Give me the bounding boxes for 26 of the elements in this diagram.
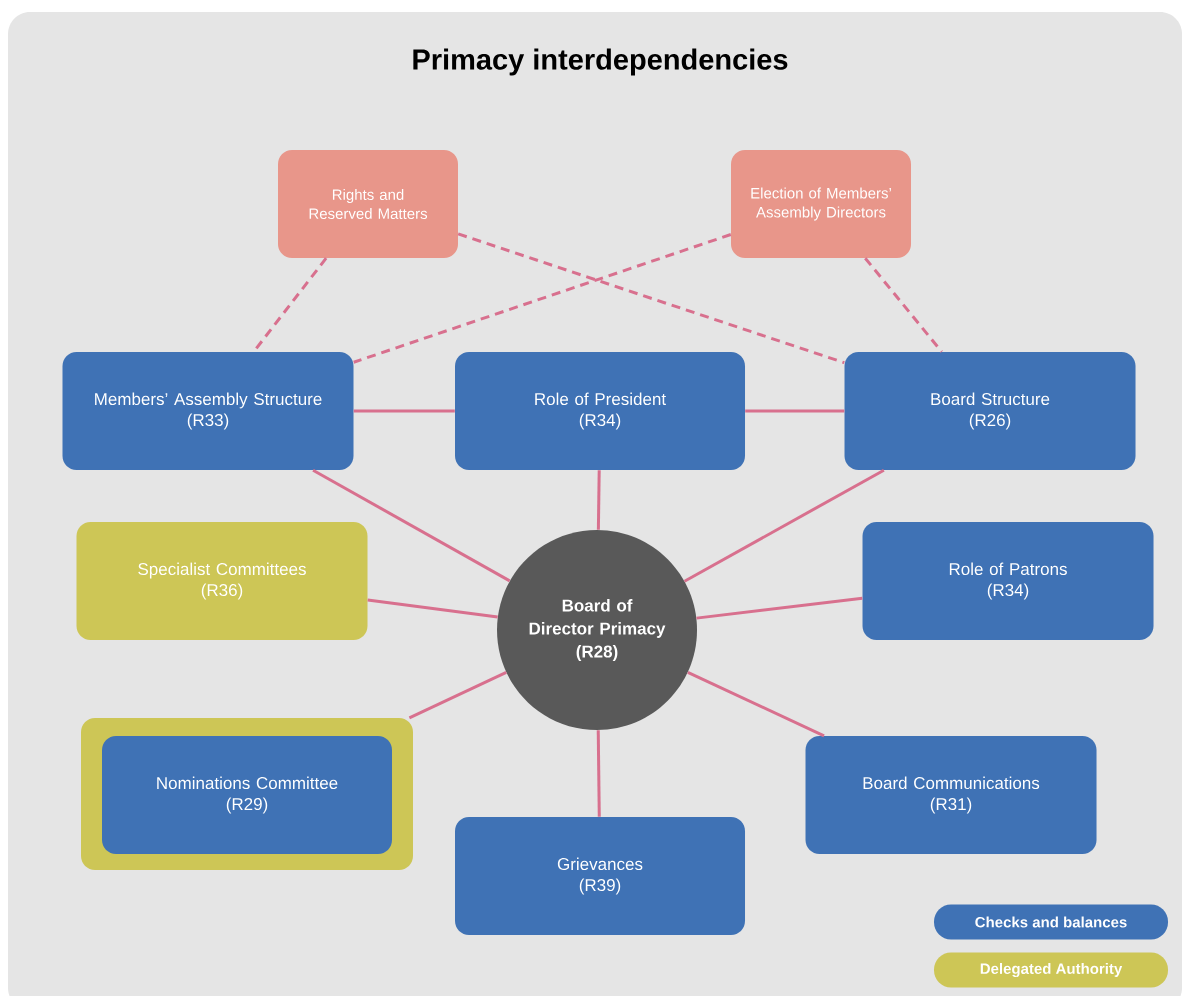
title: Primacy interdependencies <box>413 48 788 76</box>
connector-line <box>353 233 732 364</box>
connector-line <box>353 409 455 413</box>
connector-line <box>745 409 845 413</box>
process-box: Role of President (R34) <box>455 352 745 470</box>
legend-item: Checks and balances <box>934 904 1168 940</box>
connector-line <box>696 596 863 620</box>
topic-box: Election of Members’ Assembly Directors <box>731 150 911 258</box>
process-box: Nominations Committee (R29) <box>102 736 392 854</box>
legend-item: Delegated Authority <box>934 952 1168 988</box>
connector-line <box>312 468 511 583</box>
connector-line <box>596 730 601 817</box>
process-box: Board Structure (R26) <box>844 352 1136 470</box>
topic-box: Rights and Reserved Matters <box>278 150 458 258</box>
connector-line <box>687 670 825 738</box>
connector-line <box>683 468 885 583</box>
connector-line <box>408 671 507 720</box>
connector-line <box>864 257 943 353</box>
process-box: Role of Patrons (R34) <box>862 522 1154 640</box>
connector-line <box>367 598 498 619</box>
connector-line <box>457 232 845 365</box>
connector-line <box>596 470 601 530</box>
process-box: Specialist Committees (R36) <box>76 522 368 640</box>
process-box: Members’ Assembly Structure (R33) <box>62 352 354 470</box>
process-box: Board Communications (R31) <box>805 736 1097 854</box>
process-box: Grievances (R39) <box>455 817 745 935</box>
